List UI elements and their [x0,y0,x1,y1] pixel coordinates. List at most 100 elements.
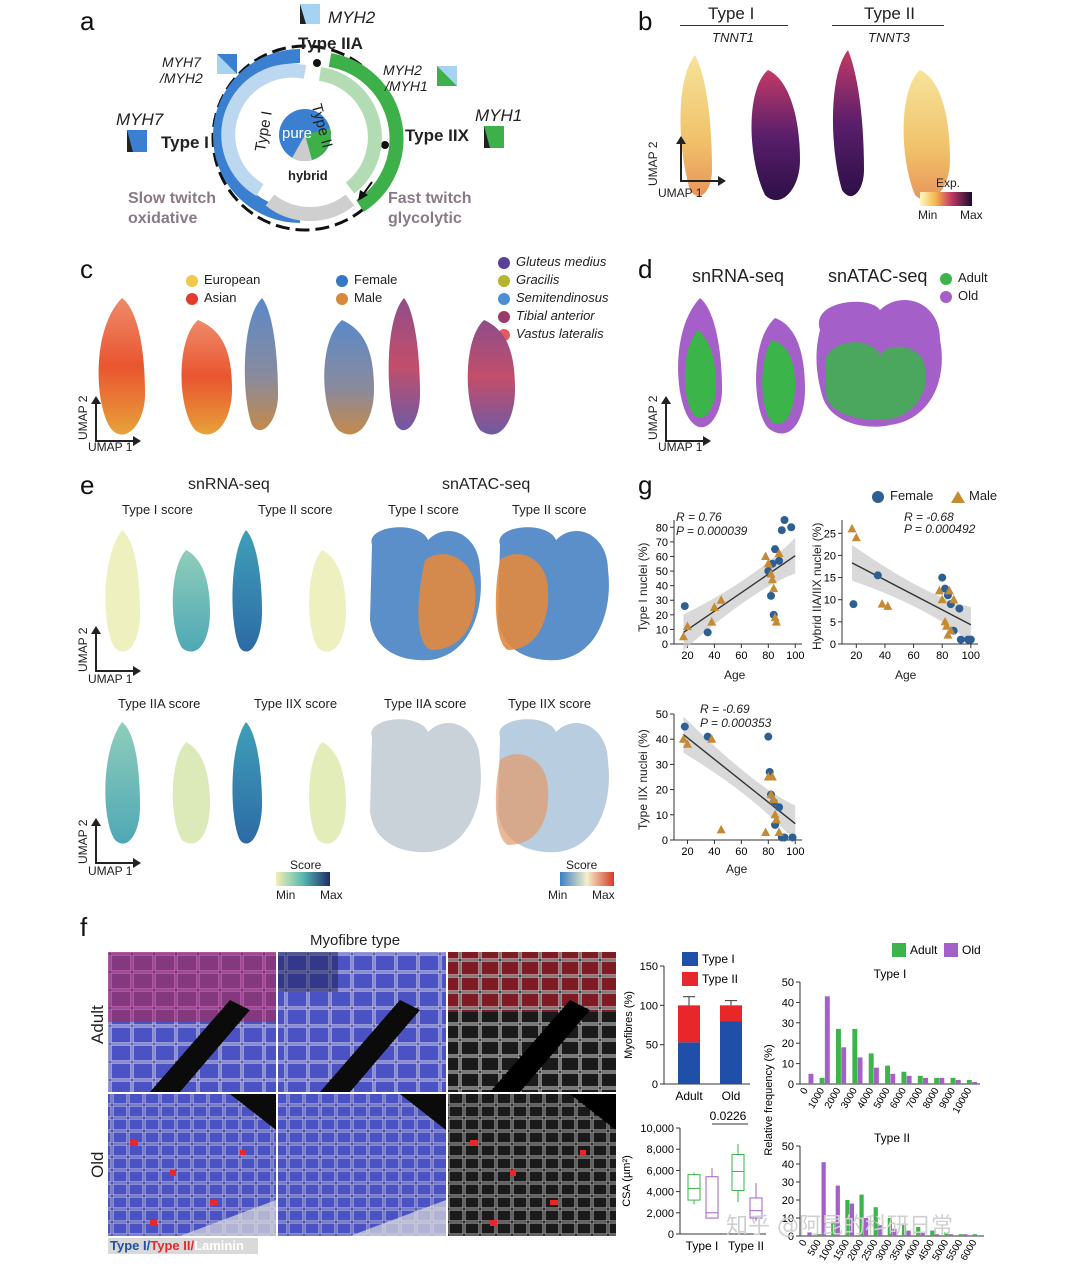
legend-tibial: Tibial anterior [516,308,595,323]
stain-legend: Type I/Type II/Laminin [110,1238,244,1253]
g-sex-legend: Female Male [872,488,997,503]
g3-r: R = -0.69 [700,702,750,716]
d-umaps [678,298,942,434]
legend-female: Female [354,272,398,287]
g2-xtick-label: 80 [936,650,948,662]
g2-point-female [956,635,965,644]
g1-ytick-label: 50 [656,566,668,578]
c-umaps [98,298,515,435]
f-hist2-bar-old [807,1232,812,1236]
fibre-type-diagram [127,4,504,232]
myh1-label: MYH1 [475,106,523,125]
e-max-1: Max [320,888,343,902]
b-exp-label: Exp. [936,176,961,190]
e-snrna-title: snRNA-seq [188,476,270,493]
f-hist2-bar-adult [859,1194,864,1236]
g3-point-male [761,827,771,836]
f-hist1-bar-adult [868,1053,874,1084]
g3-ytick-label: 30 [656,759,668,771]
f-bar-adult-type-ii [678,1005,700,1043]
myh7-myh2-label-2: /MYH2 [160,70,203,86]
d-umap1: UMAP 1 [658,440,703,454]
g1-ytick-label: 60 [656,551,668,563]
panel-label-f: f [80,912,88,942]
f-hist2-bar-old [934,1234,939,1236]
g1-ytick-label: 80 [656,522,668,534]
f-hist1-bar-adult [852,1028,858,1084]
c-sex-legend: Female Male [336,272,397,308]
e-umaps [105,527,614,886]
e-atac-type-ii-score: Type II score [512,502,587,517]
g2-ytick-label: 5 [830,617,836,629]
f-hist1-ytick-label: 30 [782,1018,794,1030]
f-hist2-ytick-label: 20 [782,1195,794,1207]
g1-point-female [775,556,784,565]
g1-point-male [766,568,776,578]
legend-old: Old [958,288,979,303]
f-hist2-title: Type II [874,1131,910,1145]
f-box-old [705,1176,719,1219]
f-hist2-bar-adult [887,1218,892,1236]
g1-ytick-label: 10 [656,624,668,636]
type-iia-label: Type IIA [298,34,363,53]
watermark: 知乎 @阿昆的科研日常 [726,1214,953,1239]
b-umaps [680,50,972,206]
f-hist-legend-old-swatch [944,943,958,957]
e-min-2: Min [548,888,568,902]
oxidative-label: oxidative [128,210,198,227]
f-hist2-xtick-label: 0 [797,1238,810,1249]
f-hist2-bar-old [948,1234,954,1236]
g3-point-male [774,827,784,836]
g3-xlabel: Age [726,862,748,876]
e-rna-type-iia-score: Type IIA score [118,696,201,711]
f-hist1-bar-old [972,1081,978,1084]
f-hist2-ytick-label: 30 [782,1177,794,1189]
g2-point-male [937,594,947,604]
f-box-pvalue: 0.0226 [710,1109,747,1123]
g1-ytick-label: 20 [656,610,668,622]
g1-point-male [771,617,781,626]
g3-point-male [767,772,777,781]
f-bar-category: Adult [675,1089,703,1103]
c-umap-axes [91,396,141,446]
f-hist1-bar-adult [917,1075,923,1084]
f-hist2-bar-adult [901,1223,907,1236]
g-legend-male: Male [968,488,998,503]
tnnt3-label: TNNT3 [868,30,910,45]
f-hist1-bar-old [890,1073,896,1084]
g1-xtick-label: 60 [735,650,747,662]
f-hist1-bar-old [873,1067,879,1084]
stain-type-i: Type I [110,1238,147,1253]
f-bar-ytick-label: 150 [640,961,658,973]
f-hist1-title: Type I [874,967,907,981]
g3-xtick-label: 80 [762,846,774,858]
g3-ytick-label: 10 [656,810,668,822]
f-box-ylabel: CSA (µm²) [621,1155,633,1207]
g2-point-male [946,625,956,635]
g2-ytick-label: 10 [824,595,836,607]
e-max-2: Max [592,888,615,902]
e-rna-type-i-score: Type I score [122,502,193,517]
f-hist1-bar-old [808,1073,814,1084]
f-box-ytick-label: 6,000 [646,1165,674,1177]
f-hist2-xtick-label: 6000 [959,1238,980,1263]
g3-xtick-label: 20 [681,846,693,858]
g3-point-male [769,794,779,804]
c-ancestry-legend: European Asian [186,272,260,308]
g1-point-male [767,574,777,584]
g1-point-female [680,602,689,611]
f-hist2-bar-adult [972,1234,977,1236]
g2-point-male [943,630,953,639]
f-bar-ytick-label: 100 [640,1000,658,1012]
g1-point-male [709,602,719,612]
tnnt1-label: TNNT1 [712,30,754,45]
b-min: Min [918,208,938,222]
g2-point-female [955,604,964,613]
f-box-ytick-label: 10,000 [640,1123,674,1135]
pure-label: pure [282,125,313,142]
f-box-old [749,1197,763,1219]
g1-xtick-label: 40 [708,650,720,662]
f-hist1-bar-adult [950,1077,956,1084]
g2-xtick-label: 60 [907,650,919,662]
g2-point-female [938,573,947,582]
